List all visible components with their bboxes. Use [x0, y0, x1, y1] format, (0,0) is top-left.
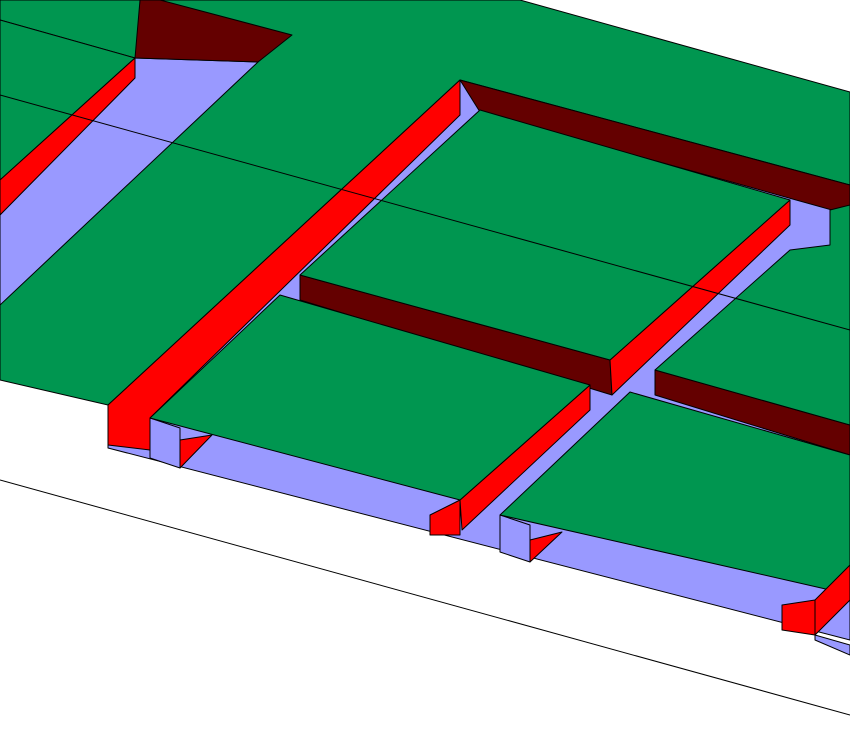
panel-d-leg-right	[781, 599, 816, 636]
panel-d-front	[499, 514, 531, 563]
reference-line-lower	[0, 479, 850, 716]
panel-top-left-side	[0, 57, 136, 216]
panel-a-top	[299, 109, 791, 361]
panel-c-top	[654, 204, 850, 426]
reference-line-upper	[0, 94, 850, 331]
panel-b-front	[149, 417, 181, 469]
panel-d-leg-floor	[814, 634, 850, 656]
back-wall-right	[459, 79, 850, 216]
panel-b-leg-left	[429, 499, 461, 536]
